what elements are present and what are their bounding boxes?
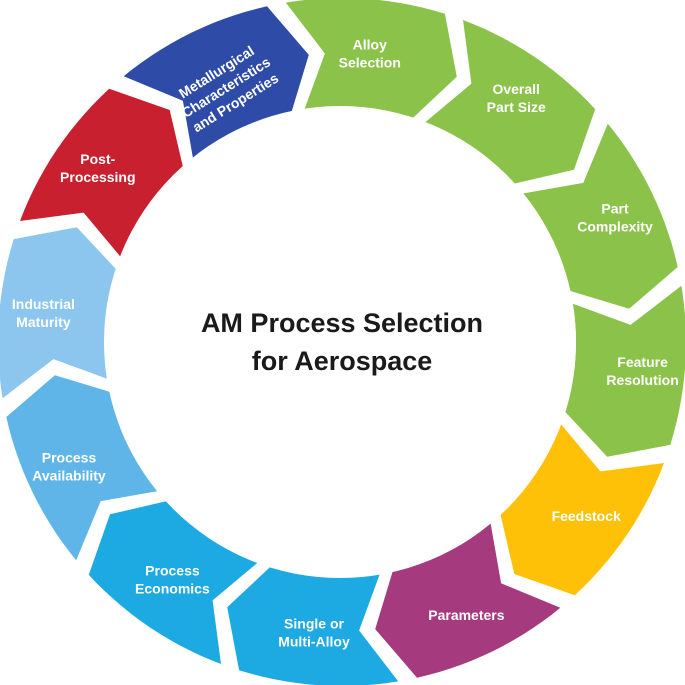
center-circle bbox=[104, 106, 576, 578]
feature-resolution-label-line: Resolution bbox=[606, 372, 678, 388]
feedstock-label: Feedstock bbox=[552, 508, 621, 524]
process-economics-label-line: Economics bbox=[135, 581, 210, 597]
post-processing-label-line: Post- bbox=[80, 151, 115, 167]
alloy-selection-segment bbox=[285, 0, 457, 119]
single-or-multi-alloy-label-line: Multi-Alloy bbox=[278, 634, 350, 650]
process-availability-label-line: Process bbox=[42, 449, 97, 465]
overall-part-size-label-line: Part Size bbox=[487, 99, 546, 115]
parameters-segment bbox=[375, 522, 561, 678]
feature-resolution-label-line: Feature bbox=[617, 354, 668, 370]
center-title-line-1: AM Process Selection bbox=[201, 308, 483, 338]
alloy-selection-label-line: Selection bbox=[339, 54, 401, 70]
industrial-maturity-label-line: Maturity bbox=[16, 314, 71, 330]
process-economics-label-line: Process bbox=[145, 563, 200, 579]
feature-resolution-segment bbox=[565, 285, 685, 457]
process-availability-segment bbox=[6, 375, 162, 561]
alloy-selection-label-line: Alloy bbox=[353, 36, 387, 52]
single-or-multi-alloy-label-line: Single or bbox=[284, 616, 344, 632]
post-processing-label: Post- Processing bbox=[60, 151, 135, 185]
part-complexity-label-line: Complexity bbox=[577, 219, 653, 235]
overall-part-size-segment bbox=[424, 20, 596, 184]
parameters-label: Parameters bbox=[428, 607, 504, 623]
parameters-label-line: Parameters bbox=[428, 607, 504, 623]
part-complexity-label-line: Part bbox=[601, 201, 629, 217]
process-availability-label-line: Availability bbox=[32, 467, 106, 483]
industrial-maturity-label-line: Industrial bbox=[12, 296, 75, 312]
post-processing-label-line: Processing bbox=[60, 169, 135, 185]
feedstock-label-line: Feedstock bbox=[552, 508, 621, 524]
industrial-maturity-segment bbox=[0, 227, 119, 399]
feedstock-segment bbox=[500, 424, 664, 596]
metallurgical-segment bbox=[123, 6, 309, 162]
single-or-multi-alloy-label: Single or Multi-Alloy bbox=[278, 616, 350, 650]
overall-part-size-label-line: Overall bbox=[492, 81, 539, 97]
center-title-line-2: for Aerospace bbox=[252, 346, 433, 376]
single-or-multi-alloy-segment bbox=[227, 565, 399, 685]
part-complexity-segment bbox=[522, 123, 678, 309]
